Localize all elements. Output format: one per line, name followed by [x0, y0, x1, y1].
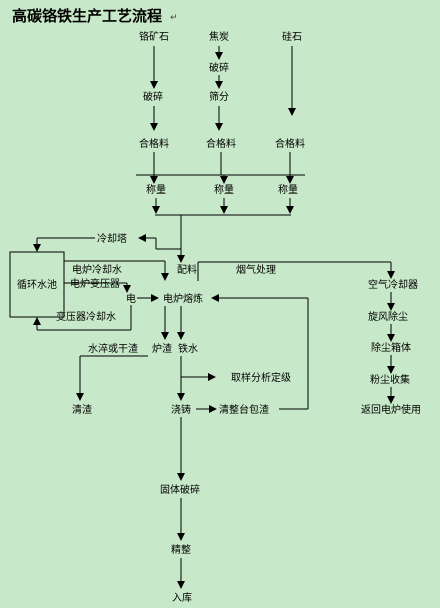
- node-furnace-slag: 炉渣: [152, 342, 172, 355]
- node-ore-crush: 破碎: [143, 90, 163, 103]
- node-clean-slag: 清渣: [72, 403, 92, 416]
- node-dust-collect: 粉尘收集: [370, 373, 410, 386]
- node-qualified-3: 合格料: [275, 137, 305, 150]
- node-batching: 配料: [177, 263, 197, 276]
- return-mark: ↵: [170, 13, 178, 23]
- node-water-quench: 水淬或干渣: [88, 342, 138, 355]
- node-chrome-ore: 铬矿石: [139, 30, 169, 43]
- node-air-cooler: 空气冷却器: [368, 278, 418, 291]
- node-storage: 入库: [172, 591, 192, 604]
- node-transformer-cooling-water: 变压器冷却水: [56, 310, 116, 323]
- node-smelting: 电炉熔炼: [163, 292, 203, 305]
- node-furnace-cooling-water: 电炉冷却水: [72, 263, 122, 276]
- node-cooling-tower: 冷却塔: [97, 232, 127, 245]
- node-weigh-1: 称量: [146, 183, 166, 196]
- node-baghouse: 除尘箱体: [371, 341, 411, 354]
- node-gas-treatment: 烟气处理: [236, 263, 276, 276]
- node-slag-clean: 清整台包渣: [219, 403, 269, 416]
- node-electricity: 电: [126, 292, 136, 305]
- node-circulating-pool: 循环水池: [17, 278, 57, 291]
- node-qualified-1: 合格料: [139, 137, 169, 150]
- diagram-title: 高碳铬铁生产工艺流程: [12, 7, 162, 25]
- node-finishing: 精整: [171, 543, 191, 556]
- node-crushing: 固体破碎: [160, 483, 200, 496]
- node-qualified-2: 合格料: [206, 137, 236, 150]
- node-coke-crush: 破碎: [209, 61, 229, 74]
- node-return-furnace: 返回电炉使用: [361, 403, 421, 416]
- node-weigh-3: 称量: [278, 183, 298, 196]
- node-sampling: 取样分析定级: [231, 371, 291, 384]
- node-cyclone: 旋风除尘: [368, 310, 408, 323]
- node-casting: 浇铸: [171, 403, 191, 416]
- node-molten-iron: 铁水: [178, 342, 198, 355]
- node-silica: 硅石: [282, 30, 302, 43]
- node-coke: 焦炭: [209, 30, 229, 43]
- node-coke-screen: 筛分: [209, 90, 229, 103]
- node-weigh-2: 称量: [214, 183, 234, 196]
